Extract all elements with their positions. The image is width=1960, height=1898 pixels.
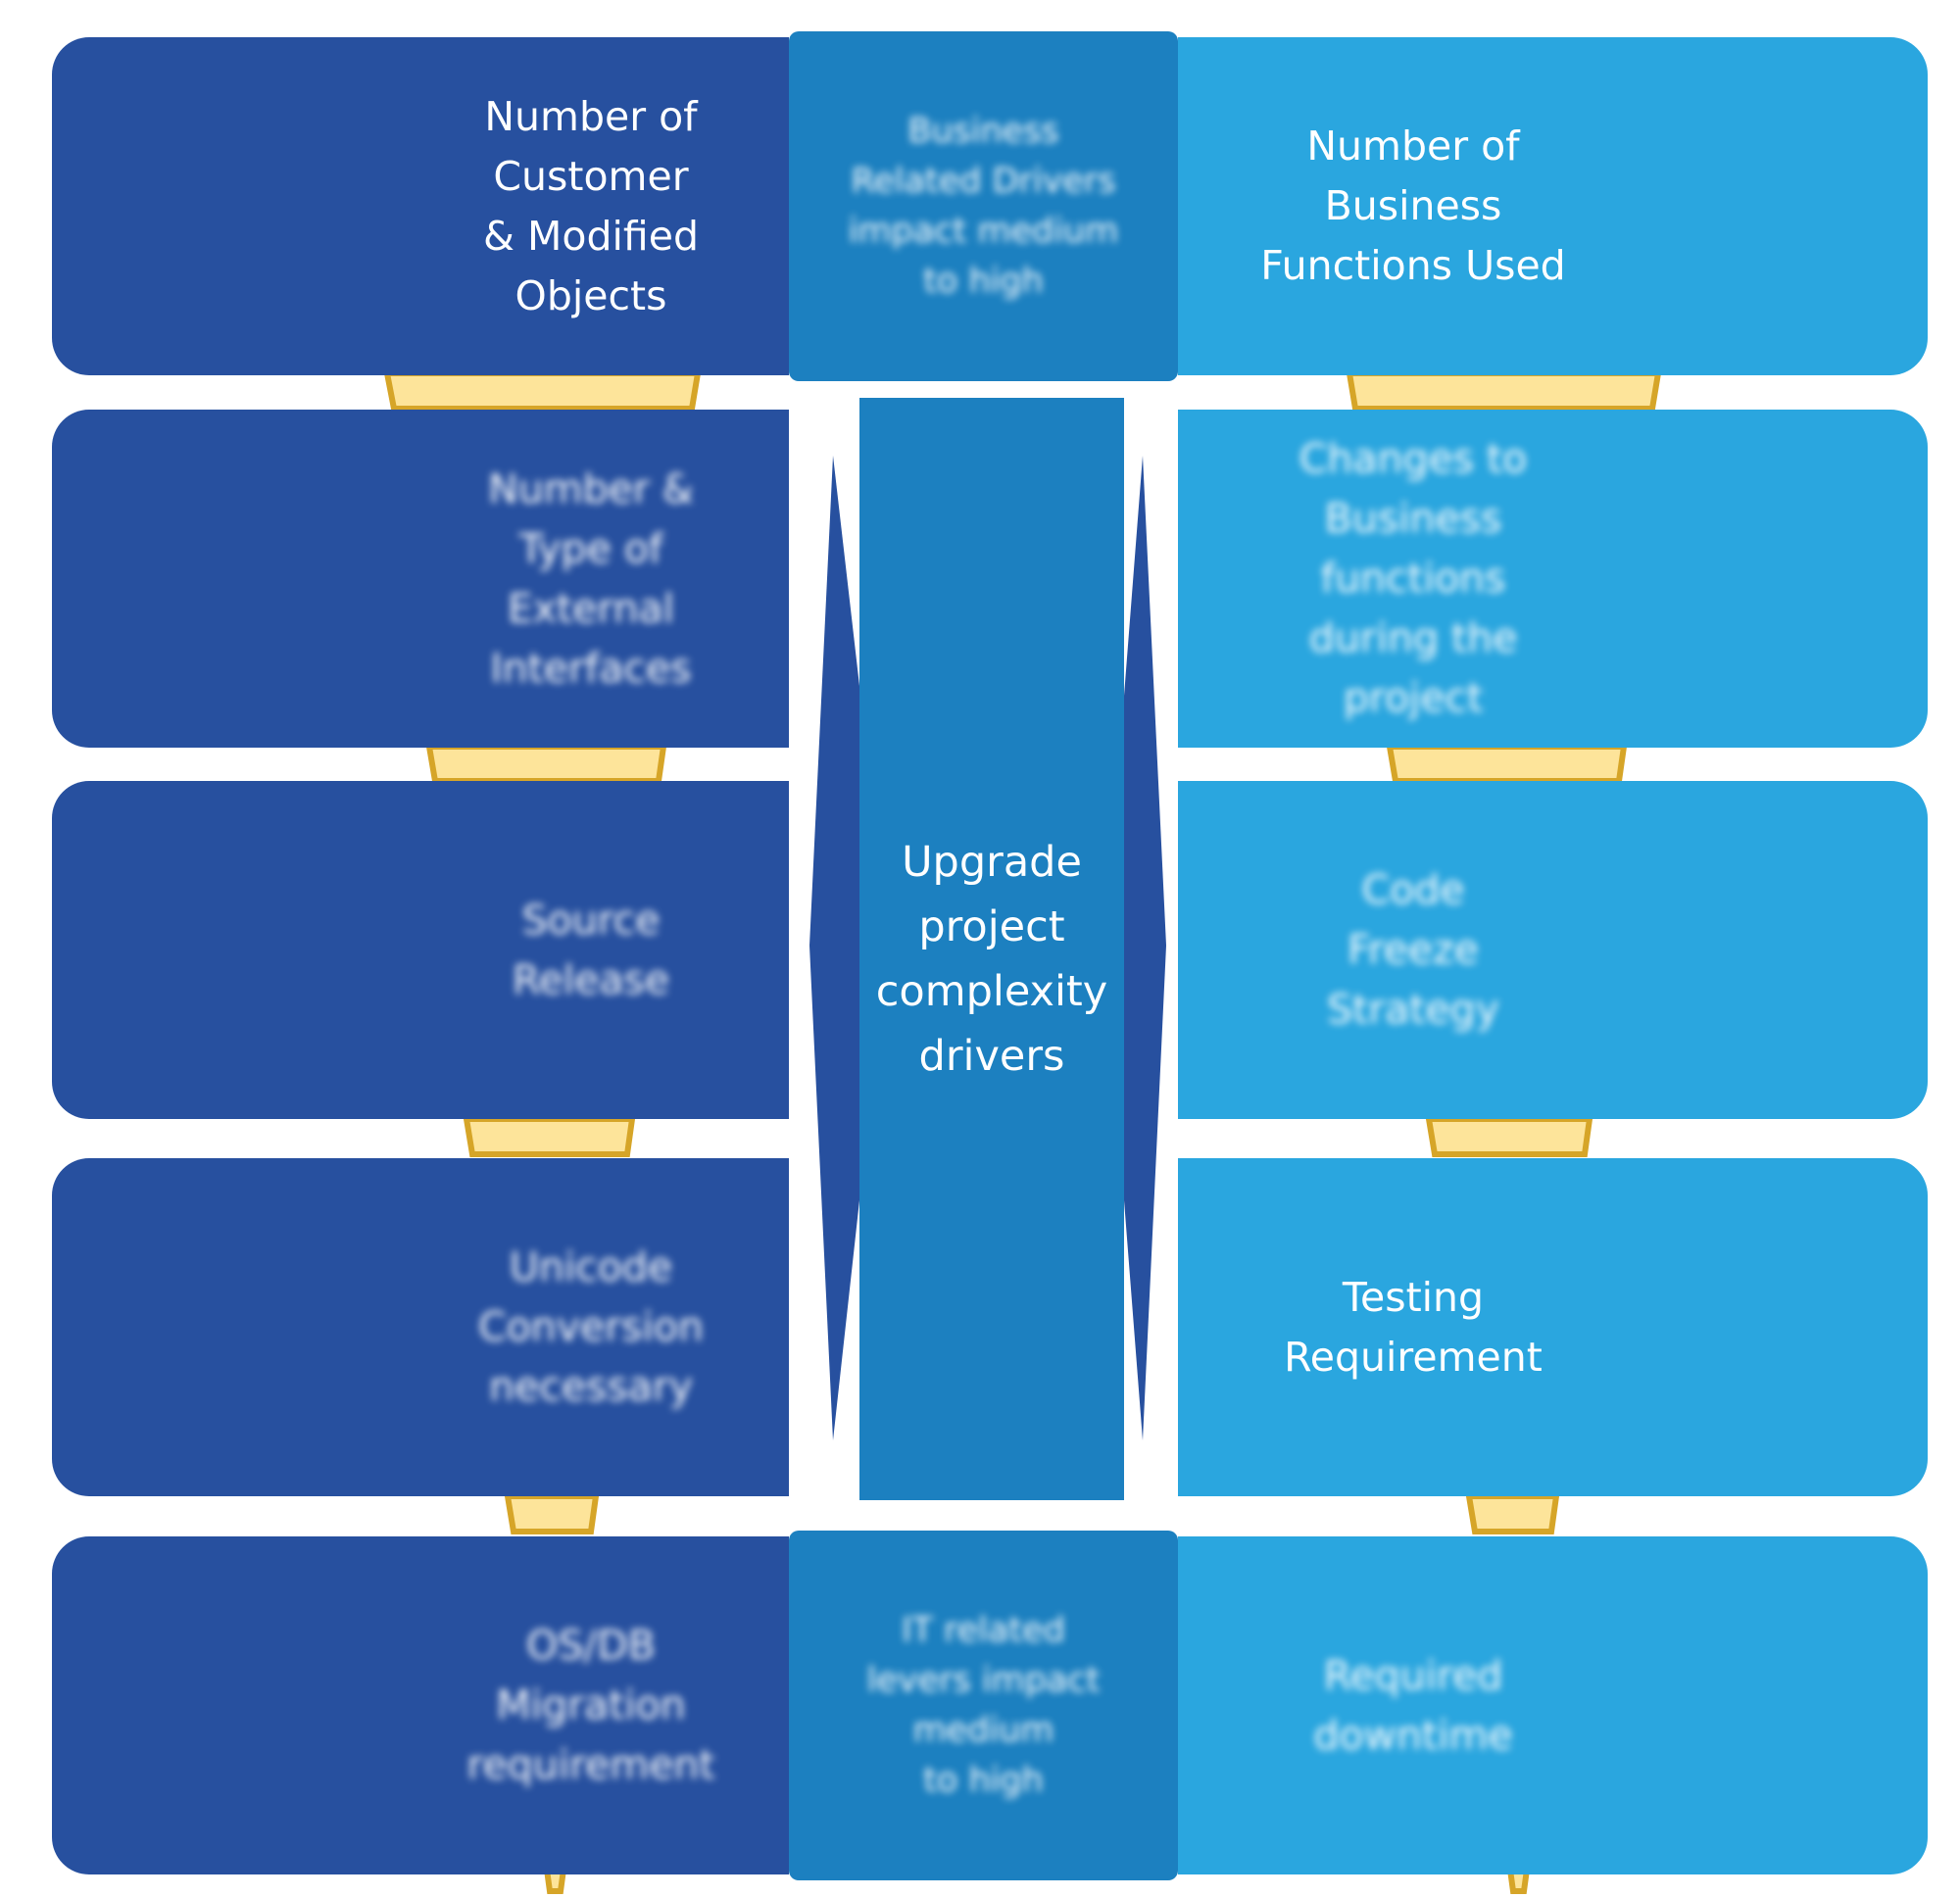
center-title: Upgrade project complexity drivers bbox=[875, 837, 1108, 1081]
center-bar: Upgrade project complexity drivers bbox=[859, 398, 1124, 1500]
left-connector-2 bbox=[425, 744, 667, 784]
middle-box-it-levers: IT related levers impact medium to high bbox=[789, 1531, 1178, 1880]
middle-box-label: Business Related Drivers impact medium t… bbox=[848, 111, 1119, 301]
left-connector-3 bbox=[463, 1116, 636, 1157]
right-box-function-changes: Changes to Business functions during the… bbox=[1178, 410, 1928, 748]
left-box-label: Source Release bbox=[512, 896, 670, 1003]
right-box-label: Number of Business Functions Used bbox=[1260, 122, 1566, 289]
right-box-label: Code Freeze Strategy bbox=[1327, 866, 1499, 1033]
middle-box-label: IT related levers impact medium to high bbox=[866, 1610, 1101, 1800]
left-box-label: OS/DB Migration requirement bbox=[466, 1622, 715, 1788]
middle-box-business-drivers: Business Related Drivers impact medium t… bbox=[789, 31, 1178, 381]
right-box-required-downtime: Required downtime bbox=[1178, 1536, 1928, 1874]
right-box-label: Testing Requirement bbox=[1284, 1273, 1543, 1381]
left-connector-4 bbox=[504, 1493, 600, 1534]
right-box-code-freeze: Code Freeze Strategy bbox=[1178, 781, 1928, 1119]
right-connector-2 bbox=[1386, 744, 1628, 784]
right-box-business-functions: Number of Business Functions Used bbox=[1178, 37, 1928, 375]
left-box-source-release: Source Release bbox=[52, 781, 789, 1119]
left-connector-1 bbox=[383, 370, 702, 412]
left-box-label: Number of Customer & Modified Objects bbox=[483, 92, 699, 319]
left-box-unicode-conversion: Unicode Conversion necessary bbox=[52, 1158, 789, 1496]
right-arrow-band bbox=[1124, 456, 1166, 1440]
left-box-label: Unicode Conversion necessary bbox=[478, 1243, 704, 1410]
right-connector-4 bbox=[1465, 1493, 1560, 1534]
left-arrow-band bbox=[809, 456, 859, 1440]
right-connector-1 bbox=[1346, 370, 1662, 412]
right-box-testing-requirement: Testing Requirement bbox=[1178, 1158, 1928, 1496]
left-box-osdb-migration: OS/DB Migration requirement bbox=[52, 1536, 789, 1874]
left-box-customer-objects: Number of Customer & Modified Objects bbox=[52, 37, 789, 375]
left-box-label: Number & Type of External Interfaces bbox=[488, 464, 694, 692]
right-box-label: Required downtime bbox=[1313, 1651, 1513, 1759]
left-box-external-interfaces: Number & Type of External Interfaces bbox=[52, 410, 789, 748]
right-connector-3 bbox=[1425, 1116, 1593, 1157]
right-box-label: Changes to Business functions during the… bbox=[1298, 435, 1528, 721]
